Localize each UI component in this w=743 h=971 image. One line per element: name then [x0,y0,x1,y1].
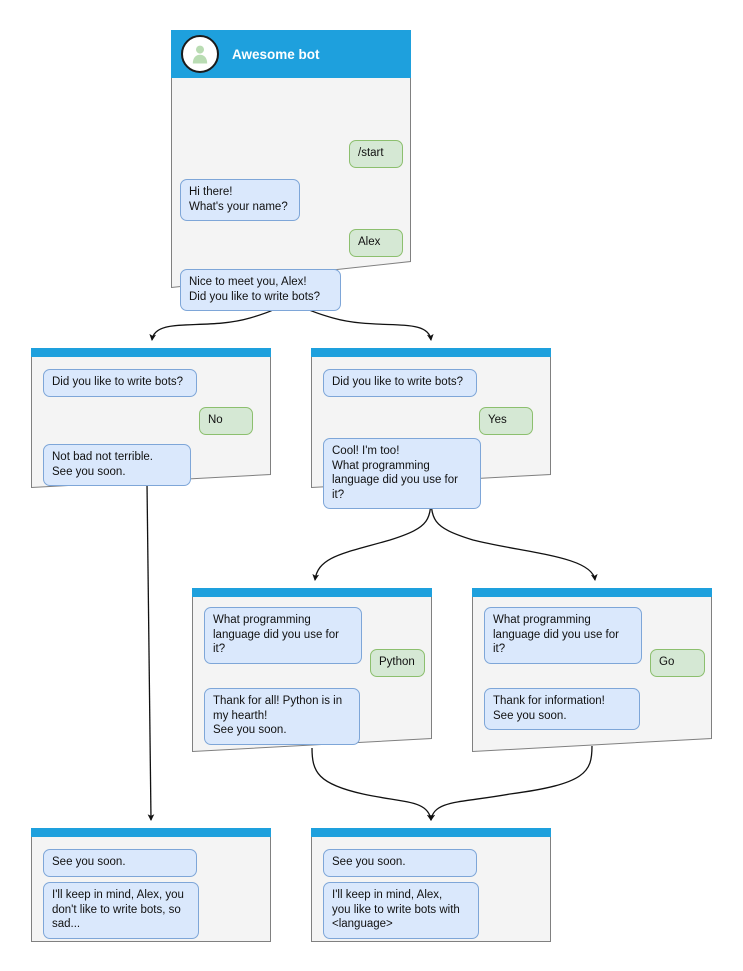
bot-message-bubble: I'll keep in mind, Alex, you don't like … [43,882,199,939]
card-header-strip [472,588,712,597]
bot-message-bubble: I'll keep in mind, Alex, you like to wri… [323,882,479,939]
card-body: See you soon. I'll keep in mind, Alex, yo… [311,828,551,942]
card-go-branch: What programming language did you use fo… [472,588,712,752]
bot-message-bubble: Did you like to write bots? [43,369,197,397]
bot-message-bubble: Nice to meet you, Alex! Did you like to … [180,269,341,311]
user-message-bubble: Alex [349,229,403,257]
card-body: What programming language did you use fo… [472,588,712,752]
card-end-happy: See you soon. I'll keep in mind, Alex, yo… [311,828,551,942]
bot-message-bubble: See you soon. [323,849,477,877]
bot-message-bubble: Cool! I'm too! What programming language… [323,438,481,509]
card-body: Awesome bot/start Hi there! What's your n… [171,30,411,311]
edge-python-to-end-happy [311,747,434,822]
card-header-strip [31,828,271,837]
user-message-bubble: /start [349,140,403,168]
bot-message-bubble: Hi there! What's your name? [180,179,300,221]
bot-message-bubble: Thank for information! See you soon. [484,688,640,730]
card-header-strip [311,348,551,357]
user-message-bubble: Go [650,649,705,677]
user-message-bubble: Python [370,649,425,677]
edge-go-to-end-happy [428,745,593,822]
bot-message-bubble: See you soon. [43,849,197,877]
card-python-branch: What programming language did you use fo… [192,588,432,752]
user-message-bubble: No [199,407,253,435]
card-start: Awesome bot/start Hi there! What's your n… [171,30,411,311]
card-header-strip [31,348,271,357]
bot-message-bubble: What programming language did you use fo… [204,607,362,664]
user-message-bubble: Yes [479,407,533,435]
bot-message-bubble: Thank for all! Python is in my hearth! S… [204,688,360,745]
edge-no-to-end-sad [146,482,155,822]
bot-name: Awesome bot [232,46,320,62]
card-body: What programming language did you use fo… [192,588,432,752]
bot-message-bubble: Not bad not terrible. See you soon. [43,444,191,486]
card-body: See you soon. I'll keep in mind, Alex, yo… [31,828,271,942]
card-header-strip [311,828,551,837]
person-avatar-icon [181,35,219,73]
bot-message-bubble: Did you like to write bots? [323,369,477,397]
bot-titlebar: Awesome bot [171,30,411,78]
bot-message-bubble: What programming language did you use fo… [484,607,642,664]
card-header-strip [192,588,432,597]
card-end-sad: See you soon. I'll keep in mind, Alex, yo… [31,828,271,942]
